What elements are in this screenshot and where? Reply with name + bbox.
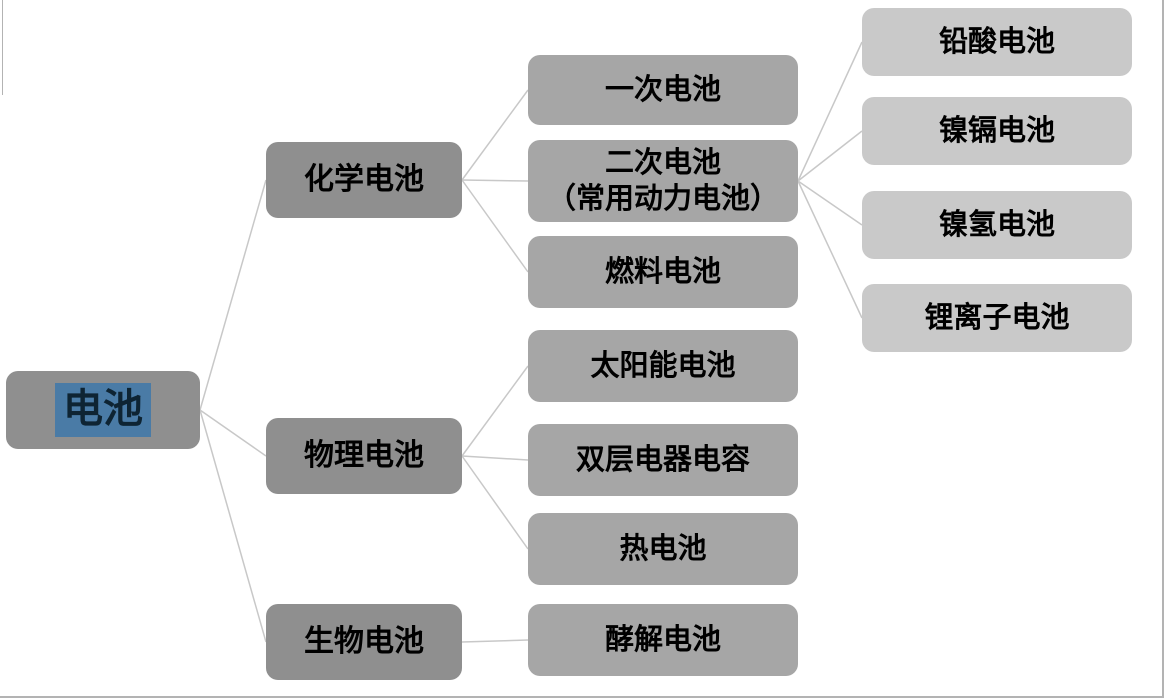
node-secondary-battery[interactable]: 二次电池 （常用动力电池） — [528, 140, 798, 222]
node-label: 物理电池 — [304, 439, 424, 473]
node-fermentation-battery[interactable]: 酵解电池 — [528, 604, 798, 676]
node-fuel-battery[interactable]: 燃料电池 — [528, 236, 798, 308]
node-label: 酵解电池 — [604, 623, 721, 656]
node-lithium-ion-battery[interactable]: 锂离子电池 — [862, 284, 1132, 352]
node-label: 镍镉电池 — [938, 114, 1055, 147]
node-label: 太阳能电池 — [590, 349, 736, 382]
node-label: 锂离子电池 — [924, 301, 1070, 334]
connector-line — [461, 455, 529, 550]
node-sublabel: （常用动力电池） — [546, 183, 779, 215]
node-label: 一次电池 — [604, 73, 721, 106]
node-label: 双层电器电容 — [575, 443, 750, 476]
slide-border-right — [1162, 0, 1164, 698]
node-nickel-hydrogen-battery[interactable]: 镍氢电池 — [862, 191, 1132, 259]
node-battery-root[interactable]: 电池 — [6, 371, 200, 449]
connector-line — [199, 409, 267, 643]
node-physical-battery[interactable]: 物理电池 — [266, 418, 462, 494]
node-primary-battery[interactable]: 一次电池 — [528, 55, 798, 125]
node-label: 燃料电池 — [604, 255, 721, 288]
node-double-layer-capacitor[interactable]: 双层电器电容 — [528, 424, 798, 496]
connector-line — [461, 179, 529, 273]
node-nickel-cadmium-battery[interactable]: 镍镉电池 — [862, 97, 1132, 165]
node-battery-label-selected-text: 电池 — [55, 383, 151, 437]
connector-line — [461, 179, 529, 182]
connector-line — [461, 455, 529, 461]
connector-line — [461, 89, 529, 181]
connector-line — [461, 365, 529, 457]
connector-line — [199, 179, 267, 411]
connector-line — [461, 639, 529, 643]
node-biological-battery[interactable]: 生物电池 — [266, 604, 462, 680]
slide-border-left-segment — [2, 0, 3, 95]
node-chemical-battery[interactable]: 化学电池 — [266, 142, 462, 218]
node-label: 二次电池 — [604, 146, 721, 179]
connector-line — [199, 409, 267, 457]
node-label: 化学电池 — [304, 163, 424, 197]
node-label: 铅酸电池 — [938, 25, 1055, 58]
node-label: 热电池 — [619, 532, 707, 565]
node-thermal-battery[interactable]: 热电池 — [528, 513, 798, 585]
connector-line — [797, 130, 863, 182]
node-solar-battery[interactable]: 太阳能电池 — [528, 330, 798, 402]
node-label: 镍氢电池 — [938, 208, 1055, 241]
connector-line — [797, 180, 863, 226]
connector-line — [797, 180, 863, 319]
node-lead-acid-battery[interactable]: 铅酸电池 — [862, 8, 1132, 76]
connector-line — [797, 41, 863, 182]
node-label: 生物电池 — [304, 625, 424, 659]
slide-border-bottom — [0, 696, 1164, 698]
